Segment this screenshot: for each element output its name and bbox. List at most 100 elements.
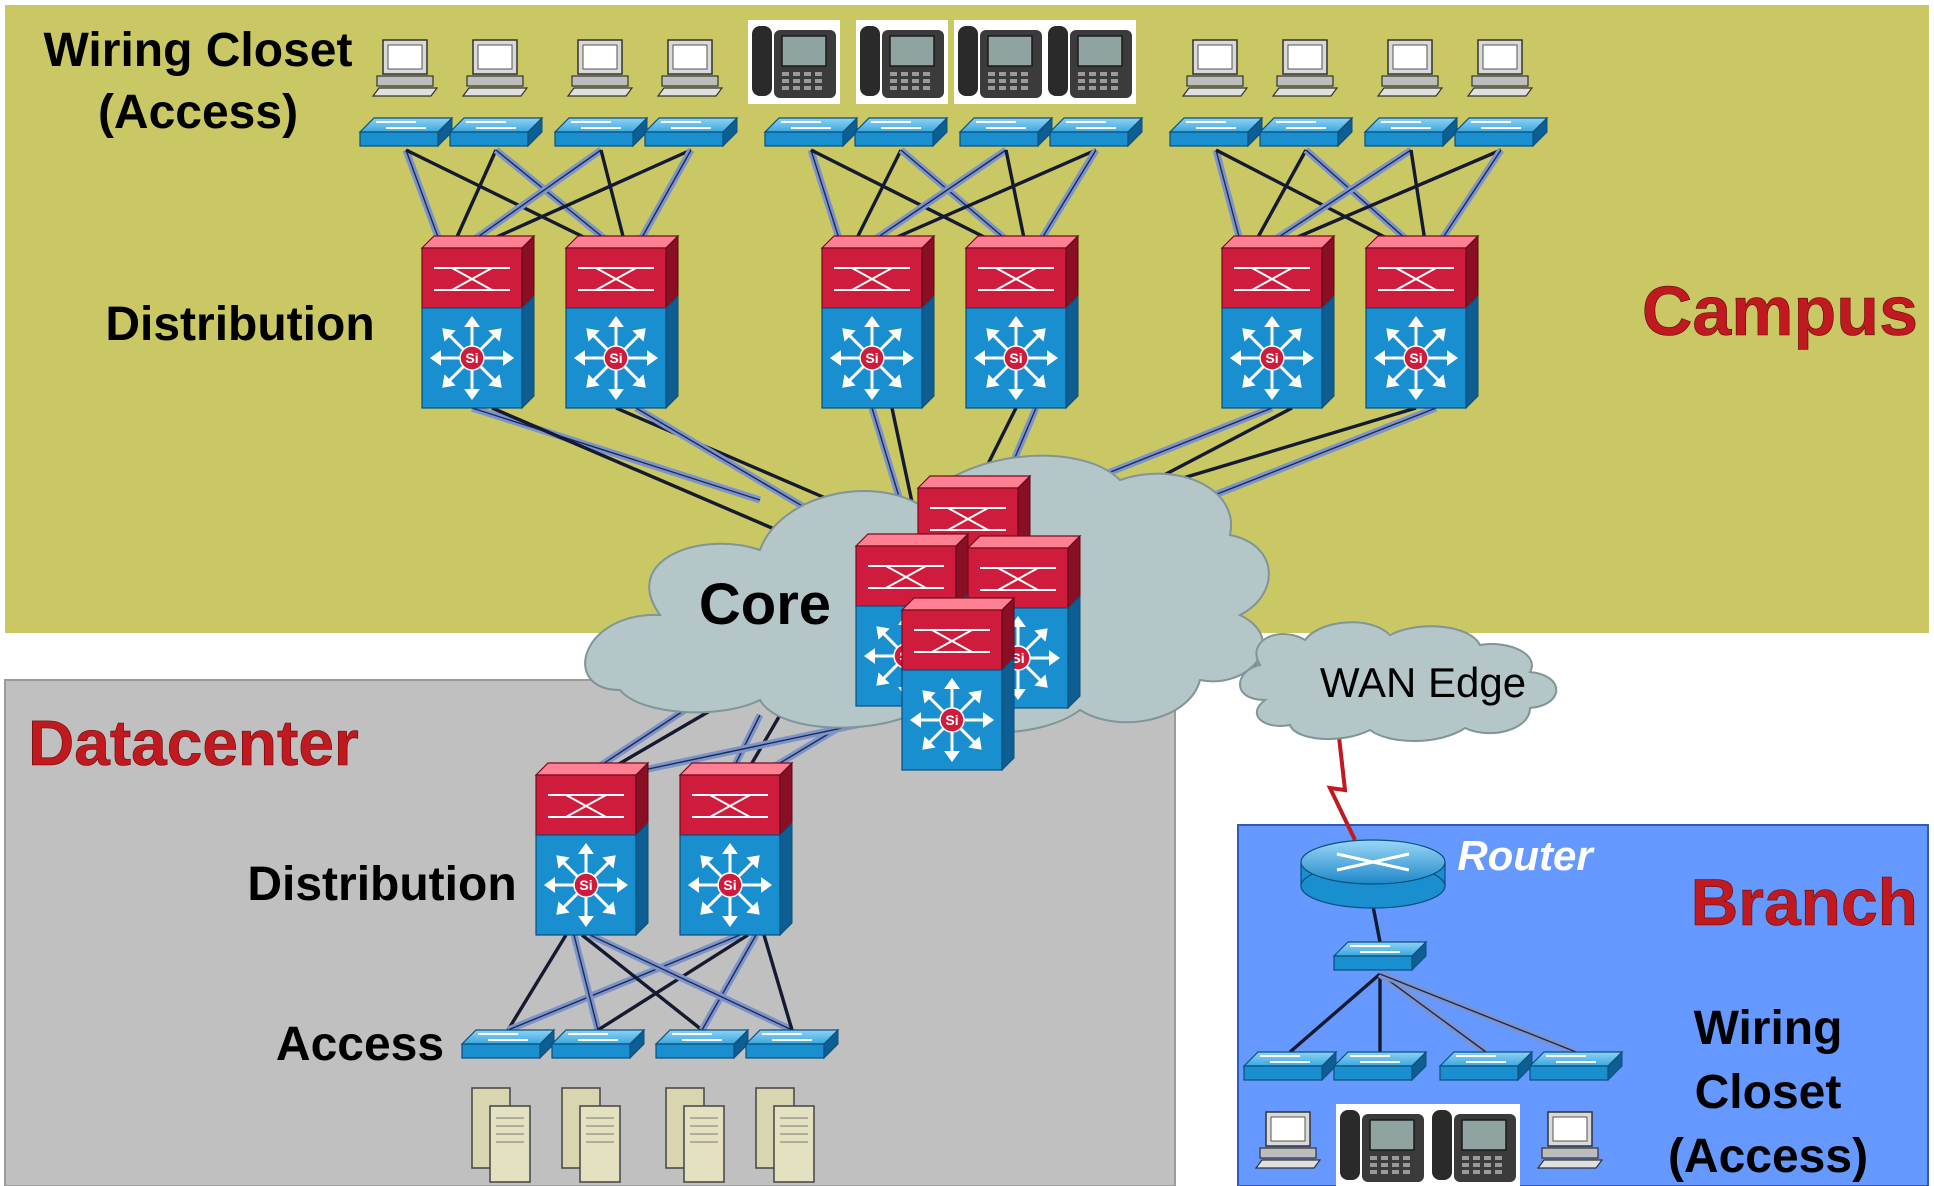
access-switch-icon[interactable]	[958, 116, 1054, 148]
network-link	[1377, 971, 1489, 1055]
svg-text:Si: Si	[1011, 650, 1024, 666]
network-link	[402, 148, 446, 250]
network-link	[632, 148, 695, 250]
campus-distribution-switch[interactable]: Si	[1220, 234, 1336, 410]
devices-layer: SiSiSiSiSiSiSiSiSiSiSiSi	[358, 20, 1624, 1186]
svg-text:Si: Si	[723, 877, 736, 893]
network-link	[1378, 970, 1578, 1056]
access-switch-icon[interactable]	[1168, 116, 1264, 148]
router-icon[interactable]	[1300, 839, 1446, 909]
access-switch-icon[interactable]	[1438, 1050, 1534, 1082]
ip-phone-icon	[1336, 1104, 1428, 1186]
network-link	[860, 147, 1008, 251]
branch-access-label-line3: (Access)	[1668, 1130, 1868, 1183]
access-switch-icon[interactable]	[1242, 1050, 1338, 1082]
svg-text:Si: Si	[579, 877, 592, 893]
access-switch-icon[interactable]	[1363, 116, 1459, 148]
network-link	[850, 149, 903, 249]
pc-icon	[1376, 39, 1444, 97]
network-link	[1260, 147, 1413, 251]
access-switch-icon[interactable]	[1258, 116, 1354, 148]
network-link	[1004, 149, 1028, 249]
network-link	[898, 147, 1019, 251]
server-icon	[561, 1087, 621, 1183]
network-link	[619, 716, 881, 779]
campus-distribution-switch[interactable]: Si	[420, 234, 536, 410]
network-link	[1215, 148, 1407, 250]
access-switch-icon[interactable]	[853, 116, 949, 148]
network-link	[1212, 149, 1246, 249]
access-switch-icon[interactable]	[358, 116, 454, 148]
network-link	[588, 931, 794, 1034]
network-link	[762, 934, 794, 1031]
dc-distribution-switch[interactable]: Si	[534, 761, 650, 937]
connection-lines	[402, 147, 1578, 1056]
router-label: Router	[1457, 832, 1595, 879]
svg-text:Si: Si	[465, 350, 478, 366]
network-link	[1371, 905, 1382, 943]
access-switch-icon[interactable]	[1332, 940, 1428, 972]
dc-distribution-switch[interactable]: Si	[678, 761, 794, 937]
campus-distribution-switch[interactable]: Si	[564, 234, 680, 410]
wan-edge-cloud	[1239, 621, 1558, 742]
network-link	[807, 148, 846, 250]
network-link	[1409, 149, 1428, 249]
access-switch-icon[interactable]	[763, 116, 859, 148]
svg-text:Si: Si	[865, 350, 878, 366]
ip-phone-icon	[1044, 20, 1136, 104]
access-switch-icon[interactable]	[448, 116, 544, 148]
ip-phone-icon	[1428, 1104, 1520, 1186]
pc-icon	[656, 39, 724, 97]
core-switch[interactable]: Si	[900, 596, 1016, 772]
access-switch-icon[interactable]	[654, 1028, 750, 1060]
svg-text:Si: Si	[1265, 350, 1278, 366]
network-link	[599, 149, 628, 249]
network-link	[597, 933, 749, 1032]
pc-icon	[461, 39, 529, 97]
branch-region-title: Branch	[1691, 865, 1918, 939]
pc-icon	[1271, 39, 1339, 97]
network-link	[1303, 147, 1419, 251]
campus-distribution-switch[interactable]: Si	[1364, 234, 1480, 410]
access-switch-icon[interactable]	[460, 1028, 556, 1060]
core-label: Core	[699, 572, 831, 637]
pc-icon	[1536, 1111, 1604, 1169]
server-icon	[665, 1087, 725, 1183]
network-link	[570, 934, 602, 1031]
campus-distribution-switch[interactable]: Si	[964, 234, 1080, 410]
ip-phone-icon	[954, 20, 1046, 104]
campus-distribution-switch[interactable]: Si	[820, 234, 936, 410]
campus-region-title: Campus	[1642, 272, 1918, 350]
access-switch-icon[interactable]	[744, 1028, 840, 1060]
access-switch-icon[interactable]	[1048, 116, 1144, 148]
network-link	[871, 148, 1097, 250]
network-link	[506, 931, 742, 1034]
campus-distribution-label: Distribution	[105, 298, 374, 351]
pc-icon	[371, 39, 439, 97]
network-link	[810, 148, 1007, 250]
campus-access-label-line2: (Access)	[98, 86, 298, 139]
branch-access-label-line2: Closet	[1695, 1066, 1842, 1119]
svg-text:Si: Si	[1009, 350, 1022, 366]
network-link	[580, 933, 704, 1032]
access-switch-icon[interactable]	[643, 116, 739, 148]
pc-icon	[566, 39, 634, 97]
pc-icon	[1254, 1111, 1322, 1169]
access-switch-icon[interactable]	[1528, 1050, 1624, 1082]
datacenter-region-title: Datacenter	[28, 707, 359, 779]
network-link	[491, 406, 801, 542]
ip-phone-icon	[748, 20, 840, 104]
access-switch-icon[interactable]	[1453, 116, 1549, 148]
network-link	[1271, 148, 1502, 250]
access-switch-icon[interactable]	[1332, 1050, 1428, 1082]
pc-icon	[1466, 39, 1534, 97]
access-switch-icon[interactable]	[550, 1028, 646, 1060]
branch-access-label-line1: Wiring	[1694, 1002, 1843, 1055]
access-switch-icon[interactable]	[553, 116, 649, 148]
network-link	[615, 406, 831, 502]
network-link	[493, 147, 619, 251]
svg-text:Si: Si	[609, 350, 622, 366]
wan-serial-link	[1326, 727, 1357, 841]
network-link	[1250, 149, 1308, 249]
